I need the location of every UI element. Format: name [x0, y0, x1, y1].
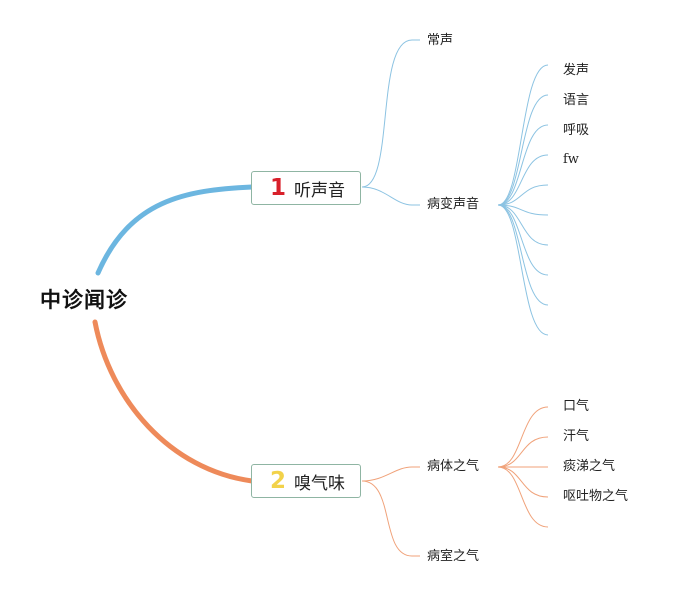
topic-changsheng[interactable]: 常声 [427, 33, 454, 48]
branch-number-badge: 1 [269, 175, 286, 201]
connector-changsheng [361, 39, 413, 188]
branch-connector-smell [92, 319, 255, 484]
leaf-kouqi[interactable]: 口气 [563, 399, 590, 414]
leaf-connector [497, 204, 549, 336]
leaf-connector [497, 436, 549, 468]
leaf-hanqi[interactable]: 汗气 [563, 429, 590, 444]
leaf-connector [497, 466, 549, 528]
topic-bingti[interactable]: 病体之气 [427, 459, 480, 474]
fan-bingti [497, 406, 549, 528]
leaf-connector [497, 154, 549, 206]
leaf-connector [497, 204, 549, 306]
fan-bingbian [497, 64, 549, 336]
branch-label: 听声音 [294, 180, 345, 201]
leaf-yuyan[interactable]: 语言 [563, 93, 590, 108]
leaf-tanti[interactable]: 痰涕之气 [563, 459, 616, 474]
leaf-connector [497, 204, 549, 246]
connector-bingshi [361, 480, 413, 557]
leaf-connector [497, 204, 549, 276]
leaf-fw[interactable]: fw [563, 152, 579, 167]
leaf-outuwu[interactable]: 呕吐物之气 [563, 489, 629, 504]
leaf-connector [497, 406, 549, 468]
branch-number-badge: 2 [269, 468, 286, 494]
leaf-connector [497, 64, 549, 206]
leaf-connector [497, 184, 549, 206]
leaf-connector [497, 94, 549, 206]
branch-box-listen[interactable]: 1 听声音 [251, 171, 361, 205]
topic-bingbian[interactable]: 病变声音 [427, 197, 480, 212]
connector-bingbian [361, 186, 413, 206]
leaf-connector [497, 466, 549, 498]
leaf-fasheng[interactable]: 发声 [563, 63, 590, 78]
branch-connector-listen [95, 184, 255, 276]
branch-box-smell[interactable]: 2 嗅气味 [251, 464, 361, 498]
branch-label: 嗅气味 [294, 473, 345, 494]
leaf-connector [497, 124, 549, 206]
connector-bingti [361, 466, 413, 482]
leaf-huxi[interactable]: 呼吸 [563, 123, 590, 138]
topic-bingshi[interactable]: 病室之气 [427, 549, 480, 564]
root-topic: 中诊闻诊 [40, 288, 128, 312]
